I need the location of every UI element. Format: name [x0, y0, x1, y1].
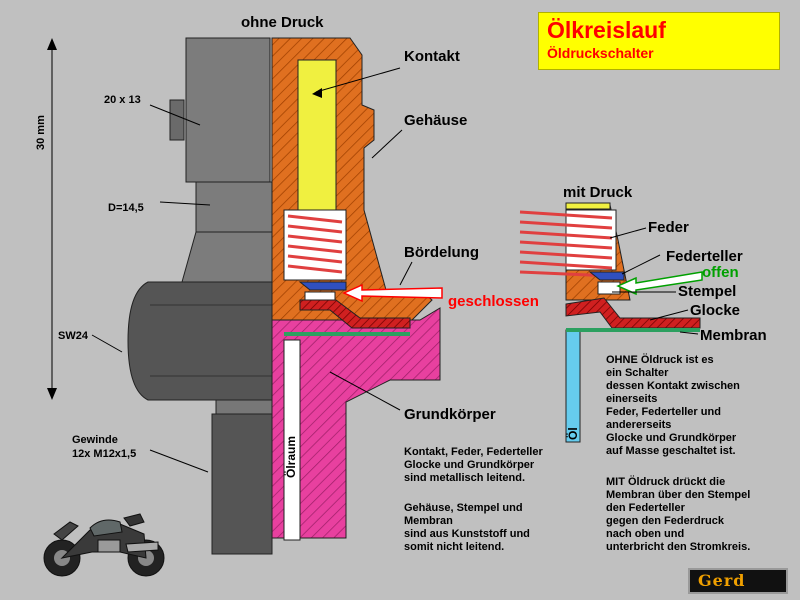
hex-top-side-left	[169, 99, 185, 141]
label-ohne-druck: ohne Druck	[241, 14, 324, 31]
label-oel: Öl	[566, 427, 580, 440]
paragraph-line: ein Schalter	[606, 367, 669, 379]
glocke-membran	[299, 299, 411, 329]
spring-chamber-open	[565, 209, 617, 271]
leader-d145	[159, 201, 211, 206]
closed-arrow-icon	[342, 283, 443, 303]
leader-glocke	[649, 309, 689, 321]
oil-channel	[565, 329, 581, 443]
paragraph-mit-oeldruck: MIT Öldruck drückt die Membran über den …	[606, 476, 750, 554]
leader-membran	[679, 331, 699, 335]
page-subtitle: Öldruckschalter	[547, 45, 654, 61]
paragraph-line: Kontakt, Feder, Federteller	[404, 446, 543, 458]
leader-grundkoerper	[329, 371, 401, 411]
label-glocke: Glocke	[690, 302, 741, 319]
nut-face-line	[150, 304, 272, 377]
label-oelraum: Ölraum	[284, 435, 298, 478]
label-thread-line2: 12x M12x1,5	[72, 448, 137, 460]
membran-open	[566, 328, 700, 332]
kontakt-pin	[297, 59, 337, 216]
paragraph-line: unterbricht den Stromkreis.	[606, 541, 751, 553]
paragraph-line: Membran über den Stempel	[606, 489, 751, 501]
exterior-view	[47, 37, 273, 555]
label-federteller: Federteller	[666, 248, 743, 265]
arrow-up-icon	[47, 38, 57, 50]
section-view-open	[519, 202, 703, 443]
hex-top	[185, 37, 271, 183]
glocke-open	[565, 297, 701, 329]
paragraph-line: sind aus Kunststoff und	[404, 528, 530, 540]
neck	[195, 181, 273, 233]
leader-gewinde	[149, 449, 209, 473]
leader-federteller	[621, 254, 661, 275]
label-kontakt: Kontakt	[404, 48, 460, 65]
label-thread-line1: Gewinde	[72, 434, 118, 446]
paragraph-line: andererseits	[606, 419, 672, 431]
label-hex-top: 20 x 13	[104, 94, 141, 106]
paragraph-line: MIT Öldruck drückt die	[606, 476, 726, 488]
section-view-closed	[271, 37, 443, 541]
label-wrench: SW24	[58, 330, 88, 342]
contact-top-open	[565, 202, 611, 210]
paragraph-line: nach oben und	[606, 528, 685, 540]
federteller	[298, 281, 347, 291]
washer	[215, 399, 273, 415]
label-gehaeuse: Gehäuse	[404, 112, 468, 129]
leader-gehaeuse	[371, 129, 403, 159]
label-feder: Feder	[648, 219, 689, 236]
leader-feder	[609, 227, 647, 239]
feder-spring	[287, 214, 343, 274]
leader-kontakt	[315, 67, 401, 93]
label-boerdelung: Bördelung	[404, 244, 479, 261]
paragraph-ohne-oeldruck: OHNE Öldruck ist es ein Schalter dessen …	[606, 354, 740, 458]
paragraph-line: auf Masse geschaltet ist.	[606, 445, 736, 457]
paragraph-line: Feder, Federteller und	[606, 406, 721, 418]
paragraph-line: den Federteller	[606, 502, 685, 514]
membran-line	[284, 332, 410, 336]
paragraph-insulating: Gehäuse, Stempel und Membran sind aus Ku…	[404, 502, 530, 554]
thread-m12	[211, 413, 273, 555]
paragraph-line: OHNE Öldruck ist es	[606, 354, 714, 366]
leader-boerdelung	[399, 261, 413, 286]
oelraum-channel	[283, 339, 301, 541]
page-title: Ölkreislauf	[547, 17, 666, 43]
label-stempel: Stempel	[678, 283, 737, 300]
open-arrow-icon	[616, 271, 703, 296]
paragraph-conductive: Kontakt, Feder, Federteller Glocke und G…	[404, 446, 543, 485]
logo-text: Gerd	[698, 571, 746, 590]
paragraph-line: gegen den Federdruck	[606, 515, 724, 527]
label-diameter: D=14,5	[108, 202, 144, 214]
label-mit-druck: mit Druck	[563, 184, 633, 201]
paragraph-line: somit nicht leitend.	[404, 541, 505, 553]
label-geschlossen: geschlossen	[448, 293, 539, 310]
federteller-open	[588, 271, 625, 281]
leader-sw24	[91, 334, 123, 353]
label-height: 30 mm	[35, 115, 47, 150]
stempel-open	[597, 281, 621, 295]
arrow-down-icon	[47, 388, 57, 400]
label-offen: offen	[702, 264, 739, 281]
paragraph-line: einerseits	[606, 393, 658, 405]
title-box: Ölkreislauf Öldruckschalter	[538, 12, 780, 70]
nut-sw24	[127, 281, 273, 401]
paragraph-line: Gehäuse, Stempel und	[404, 502, 523, 514]
paragraph-line: dessen Kontakt zwischen	[606, 380, 740, 392]
leader-kontakt-dot	[312, 88, 322, 98]
leader-20x13	[149, 104, 201, 126]
paragraph-line: Membran	[404, 515, 453, 527]
paragraph-line: Glocke und Grundkörper	[606, 432, 737, 444]
label-grundkoerper: Grundkörper	[404, 406, 496, 423]
label-membran: Membran	[700, 327, 767, 344]
cone	[181, 231, 273, 283]
feder-spring-open	[519, 210, 613, 278]
motorcycle-image	[43, 513, 165, 577]
paragraph-line: Glocke und Grundkörper	[404, 459, 535, 471]
paragraph-line: sind metallisch leitend.	[404, 472, 526, 484]
logo: Gerd	[688, 568, 788, 594]
